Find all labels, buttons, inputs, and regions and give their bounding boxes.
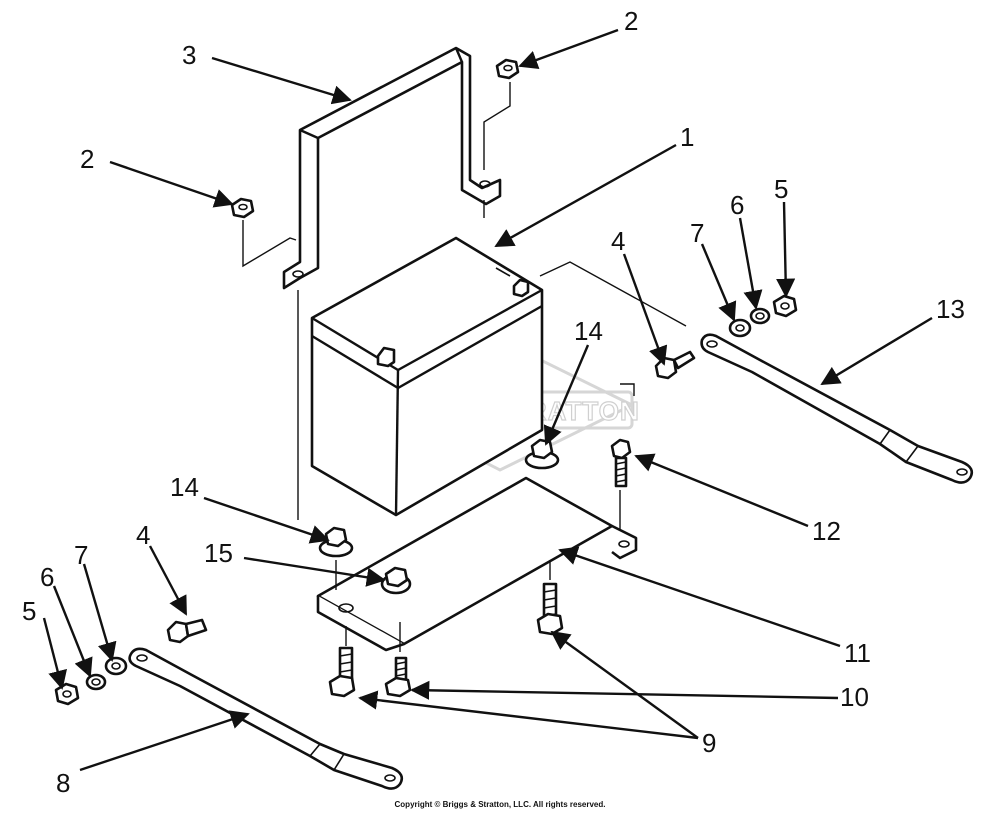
battery-part bbox=[310, 236, 544, 517]
callout-9: 9 bbox=[702, 728, 716, 758]
screw-part bbox=[610, 438, 632, 488]
lock-washer-part bbox=[85, 673, 107, 691]
callout-10: 10 bbox=[840, 682, 869, 712]
callout-15: 15 bbox=[204, 538, 233, 568]
lock-washer-part bbox=[749, 307, 771, 325]
washer-part bbox=[728, 318, 752, 338]
callout-5: 5 bbox=[774, 174, 788, 204]
battery-cable-part bbox=[128, 647, 404, 790]
callout-2: 2 bbox=[80, 144, 94, 174]
bolt-part bbox=[328, 646, 356, 698]
callout-4: 4 bbox=[136, 520, 150, 550]
callout-6: 6 bbox=[730, 190, 744, 220]
callout-numbers: 3 2 2 1 4 7 6 5 13 14 12 14 15 11 4 10 9… bbox=[22, 6, 965, 798]
callout-3: 3 bbox=[182, 40, 196, 70]
copyright-notice: Copyright © Briggs & Stratton, LLC. All … bbox=[394, 800, 606, 809]
nut-part bbox=[54, 682, 80, 706]
callout-2: 2 bbox=[624, 6, 638, 36]
battery-tray-part bbox=[316, 476, 638, 652]
callout-1: 1 bbox=[680, 122, 694, 152]
nut-part bbox=[772, 294, 798, 318]
nut-part bbox=[495, 58, 520, 80]
hold-down-bracket-part bbox=[282, 46, 502, 290]
battery-cable-part bbox=[700, 333, 974, 484]
washer-part bbox=[104, 656, 128, 676]
callout-12: 12 bbox=[812, 516, 841, 546]
bolt-part bbox=[536, 582, 564, 636]
flange-nut-part bbox=[318, 526, 354, 558]
callout-5: 5 bbox=[22, 596, 36, 626]
nut-part bbox=[380, 566, 412, 595]
bolt-part bbox=[384, 656, 412, 698]
callout-4: 4 bbox=[611, 226, 625, 256]
callout-14: 14 bbox=[574, 316, 603, 346]
nut-part bbox=[230, 197, 255, 219]
callout-7: 7 bbox=[74, 540, 88, 570]
callout-8: 8 bbox=[56, 768, 70, 798]
callout-11: 11 bbox=[844, 638, 871, 668]
callout-6: 6 bbox=[40, 562, 54, 592]
callout-14: 14 bbox=[170, 472, 199, 502]
bolt-part bbox=[166, 618, 208, 644]
callout-13: 13 bbox=[936, 294, 965, 324]
leader-lines bbox=[42, 28, 933, 772]
callout-7: 7 bbox=[690, 218, 704, 248]
